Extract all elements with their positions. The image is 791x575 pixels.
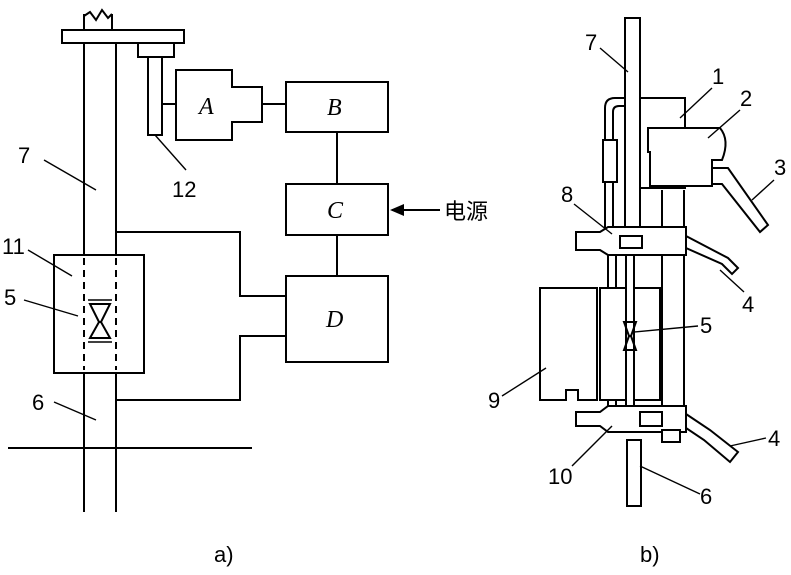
block-a — [175, 69, 263, 141]
specimen-5 — [88, 303, 112, 339]
callout-6b: 6 — [700, 484, 712, 509]
clamp-10 — [575, 405, 687, 433]
arm-4-lower — [685, 412, 740, 464]
callout-10b: 10 — [548, 464, 572, 489]
callout-4b: 4 — [768, 426, 780, 451]
diagram-b: 7 1 2 3 8 4 5 9 4 10 6 b) — [488, 17, 786, 567]
specimen-holder-left — [599, 287, 627, 401]
clamp-10-slot — [639, 411, 663, 427]
box-9 — [539, 287, 598, 401]
block-b-label: B — [327, 95, 342, 121]
tube-sleeve — [602, 139, 618, 183]
leader-2b — [707, 109, 741, 139]
callout-1b: 1 — [712, 64, 724, 89]
leader-5a — [23, 299, 79, 317]
block-d — [285, 275, 389, 363]
power-label: 电源 — [444, 200, 488, 225]
leader-7b — [599, 47, 629, 73]
bent-tube-outer — [604, 97, 625, 250]
callout-12: 12 — [172, 177, 196, 202]
diagram-a: A B C D 电源 7 11 5 6 12 a) — [2, 8, 488, 567]
leader-1b — [679, 87, 713, 119]
part-2 — [647, 127, 727, 187]
callout-6a: 6 — [32, 390, 44, 415]
block-a-label: A — [197, 94, 214, 120]
block-d-label: D — [325, 307, 343, 333]
arm-3 — [711, 167, 770, 234]
leader-10b — [571, 425, 613, 467]
leader-7a — [43, 159, 97, 191]
leader-12 — [154, 134, 187, 171]
leader-8b — [573, 203, 613, 235]
callout-7b: 7 — [585, 30, 597, 55]
leader-6a — [53, 401, 97, 421]
leader-6b — [639, 465, 701, 495]
leader-4b — [729, 437, 767, 447]
wire-lower-rod-to-d — [116, 335, 286, 401]
leader-3b — [751, 179, 775, 201]
callout-5b: 5 — [700, 313, 712, 338]
caption-a: a) — [214, 542, 234, 567]
break-symbol — [83, 8, 113, 30]
bent-tube-inner — [612, 105, 625, 250]
clamp-10-nut — [661, 429, 681, 443]
specimen-holder-right — [633, 287, 661, 401]
callout-7a: 7 — [18, 143, 30, 168]
block-b — [285, 81, 389, 133]
caption-b: b) — [640, 542, 660, 567]
arm-4-upper — [685, 234, 740, 276]
extensometer-12 — [147, 57, 163, 136]
rod-6-lower — [626, 439, 642, 507]
power-arrow-head — [390, 204, 404, 216]
leader-5b — [633, 325, 699, 333]
extensometer-head — [137, 42, 175, 58]
callout-8b: 8 — [561, 182, 573, 207]
specimen-5-b — [622, 321, 638, 351]
leader-9b — [501, 367, 547, 397]
wire-rod-to-d — [116, 231, 286, 297]
callout-11: 11 — [2, 234, 25, 259]
rod-7-upper — [624, 17, 641, 241]
leader-4a — [719, 269, 745, 293]
callout-3b: 3 — [774, 155, 786, 180]
leader-11 — [27, 249, 73, 277]
callout-9b: 9 — [488, 388, 500, 413]
callout-2b: 2 — [740, 86, 752, 111]
callout-4a: 4 — [742, 292, 754, 317]
block-c-label: C — [327, 198, 344, 224]
top-clamp-plate — [61, 29, 185, 44]
clamp-8-slot — [619, 235, 643, 249]
callout-5a: 5 — [4, 285, 16, 310]
